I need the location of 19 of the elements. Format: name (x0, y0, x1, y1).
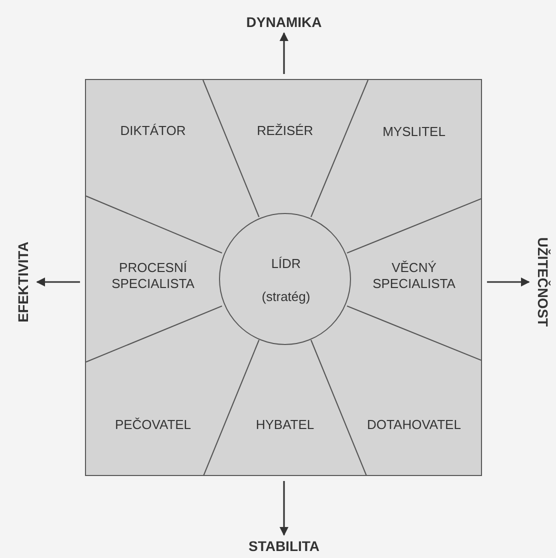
axis-label: UŽITEČNOST (535, 237, 551, 327)
axis-label: DYNAMIKA (246, 14, 322, 30)
arrow (36, 278, 80, 286)
role-label: PEČOVATEL (114, 417, 192, 433)
role-label: VĚCNÝ SPECIALISTA (369, 260, 459, 292)
role-label: HYBATEL (256, 417, 314, 433)
role-title: LÍDR (271, 256, 301, 272)
role-subtitle: (stratég) (262, 289, 310, 305)
axis-label: EFEKTIVITA (15, 242, 31, 322)
role-label: DOTAHOVATEL (367, 417, 461, 433)
role-label: DIKTÁTOR (120, 123, 186, 139)
role-label: REŽISÉR (256, 123, 314, 139)
arrow (280, 481, 288, 536)
role-label: PROCESNÍ SPECIALISTA (108, 260, 198, 292)
role-label: MYSLITEL (382, 124, 446, 140)
arrow (280, 32, 288, 74)
axis-label: STABILITA (248, 538, 320, 554)
matrix-square (85, 79, 482, 476)
arrow (487, 278, 530, 286)
